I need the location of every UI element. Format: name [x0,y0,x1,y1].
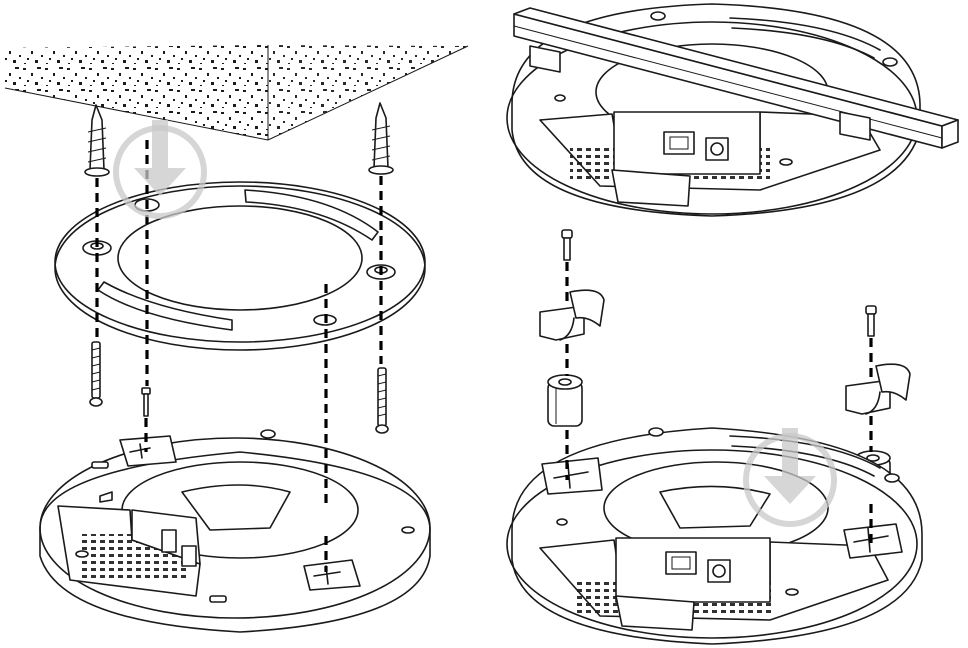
screw-short-left [141,387,151,417]
wall-anchor-left [84,104,110,177]
access-point-left [39,429,431,633]
download-arrow-icon-right [743,428,837,527]
spacer-left [547,374,583,427]
access-point-right [506,427,923,645]
rail-clip-right [845,363,911,415]
rail-mount-panel [506,3,959,645]
download-arrow-icon [113,120,207,219]
alignment-guides-left [95,140,383,572]
wall-anchor-right [368,102,394,175]
mounting-plate [54,181,426,351]
screw-right-left [561,229,573,261]
ceiling-surface [4,45,469,141]
alignment-guides-right [565,262,873,544]
screw-right-right [865,305,877,337]
access-point-with-rail [506,3,959,217]
rail-clip-left [539,289,605,341]
screw-long-right [375,367,389,434]
screw-long-left [89,341,103,407]
ceiling-mount-panel [4,45,469,633]
